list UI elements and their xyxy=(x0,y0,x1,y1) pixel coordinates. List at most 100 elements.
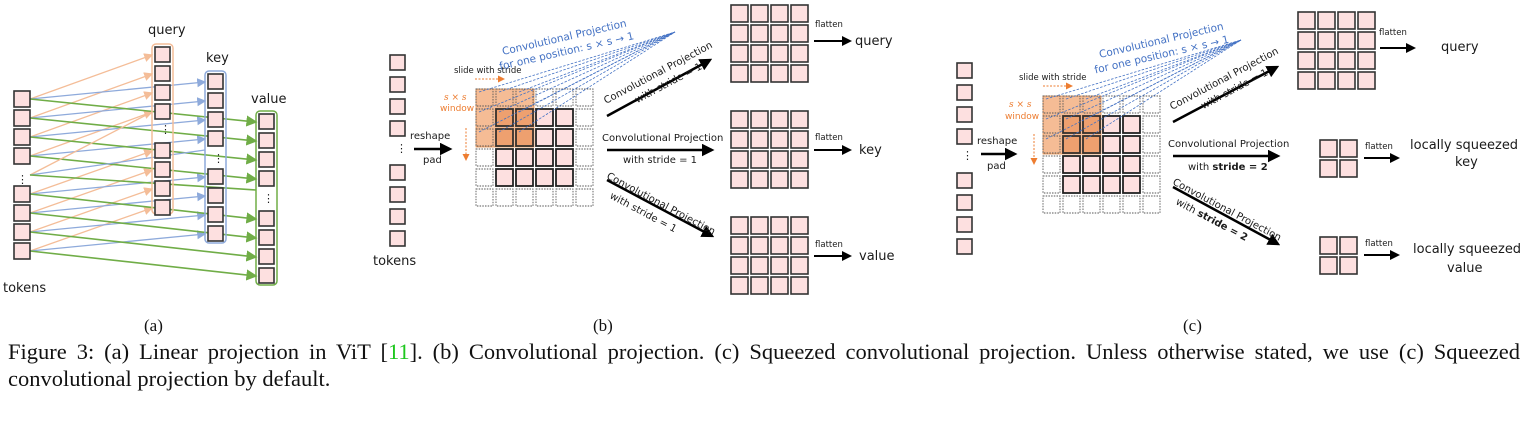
key-projection-label: with stride = 1 xyxy=(623,155,697,166)
feature-cell xyxy=(555,108,574,127)
token-box xyxy=(13,185,31,203)
output-cell xyxy=(1319,256,1338,275)
window-label: s × s xyxy=(1009,100,1032,110)
token-box xyxy=(13,90,31,108)
conv-fan-line xyxy=(498,31,676,93)
padded-grid xyxy=(475,88,594,207)
slide-label: slide with stride xyxy=(454,66,521,76)
query-box xyxy=(154,84,171,101)
output-cell xyxy=(790,150,809,169)
token-box xyxy=(956,106,973,123)
feature-cell xyxy=(1122,135,1141,154)
feature-cell xyxy=(535,128,554,147)
conv-fan-lines xyxy=(478,31,676,133)
value-projection-line xyxy=(29,231,258,262)
padding-cell xyxy=(515,188,534,207)
feature-cell xyxy=(1082,135,1101,154)
query-projection-arrow xyxy=(1172,65,1280,124)
query-projection-line xyxy=(29,110,154,157)
token-box xyxy=(389,164,406,181)
token-box xyxy=(389,98,406,115)
token-box xyxy=(389,186,406,203)
conv-fan-line xyxy=(478,31,676,93)
key-group-outline xyxy=(204,70,227,244)
tokens-label: tokens xyxy=(3,281,46,296)
output-cell xyxy=(1297,51,1316,70)
key-projection-line xyxy=(29,116,207,138)
output-cell xyxy=(750,216,769,235)
citation-link[interactable]: 11 xyxy=(387,339,410,364)
conv-one-position-label: Convolutional Projection for one positio… xyxy=(1093,21,1230,77)
output-cell xyxy=(770,256,789,275)
token-box xyxy=(389,230,406,247)
padding-cell xyxy=(515,88,534,107)
ellipsis: ⋮ xyxy=(396,142,407,155)
padding-cell xyxy=(495,88,514,107)
key-box xyxy=(207,206,224,223)
output-cell xyxy=(770,4,789,23)
key-projection-line xyxy=(29,230,207,252)
value-label: value xyxy=(251,92,287,107)
token-column xyxy=(389,54,406,247)
key-box xyxy=(207,225,224,242)
conv-fan-line xyxy=(1085,39,1242,140)
output-cell xyxy=(750,150,769,169)
value-projection-arrow xyxy=(1172,185,1281,246)
output-cell xyxy=(790,216,809,235)
conv-fan-line xyxy=(518,31,676,133)
output-cell xyxy=(730,276,749,295)
output-cell xyxy=(750,130,769,149)
feature-cell xyxy=(1062,155,1081,174)
output-cell xyxy=(770,216,789,235)
padding-cell xyxy=(475,108,494,127)
query-box xyxy=(154,180,171,197)
output-cell xyxy=(750,44,769,63)
flatten-label: flatten xyxy=(815,240,843,250)
key-label: locally squeezed xyxy=(1410,138,1518,153)
value-projection-arrow xyxy=(606,178,715,238)
pad-label: pad xyxy=(423,155,442,166)
sublabel-b: (b) xyxy=(593,316,613,335)
window-label: window xyxy=(440,104,474,114)
value-label: locally squeezed xyxy=(1413,242,1521,257)
padding-cell xyxy=(1042,115,1061,134)
conv-fan-line xyxy=(1045,39,1242,140)
output-cell xyxy=(730,150,749,169)
key-label: key xyxy=(859,143,882,158)
query-projection-line xyxy=(29,53,154,100)
output-cell xyxy=(1339,236,1358,255)
output-cell xyxy=(770,170,789,189)
value-box xyxy=(258,170,275,187)
output-cell xyxy=(790,276,809,295)
feature-cell xyxy=(515,148,534,167)
feature-cell xyxy=(555,148,574,167)
token-box xyxy=(13,242,31,260)
output-cell xyxy=(730,256,749,275)
key-box xyxy=(207,168,224,185)
key-projection-line xyxy=(29,173,207,195)
feature-cell xyxy=(495,148,514,167)
padding-cell xyxy=(1082,195,1101,214)
output-cell xyxy=(730,130,749,149)
query-projection-line xyxy=(29,168,154,214)
padding-cell xyxy=(575,168,594,187)
padding-cell xyxy=(1062,95,1081,114)
key-box xyxy=(207,73,224,90)
padding-cell xyxy=(1142,115,1161,134)
key-projection-label: Convolutional Projection xyxy=(1168,139,1289,150)
token-box xyxy=(389,208,406,225)
output-cell xyxy=(770,44,789,63)
key-projection-line xyxy=(29,211,207,233)
conv-fan-line xyxy=(498,31,676,133)
conv-fan-line xyxy=(1045,39,1242,120)
key-box xyxy=(207,130,224,147)
output-cell xyxy=(750,4,769,23)
query-label: query xyxy=(148,23,186,38)
output-cell xyxy=(1317,31,1336,50)
conv-fan-lines xyxy=(1045,39,1242,140)
output-cell xyxy=(730,236,749,255)
query-projection-line xyxy=(29,91,154,138)
output-cell xyxy=(1337,71,1356,90)
output-cell xyxy=(770,130,789,149)
padding-cell xyxy=(1042,155,1061,174)
